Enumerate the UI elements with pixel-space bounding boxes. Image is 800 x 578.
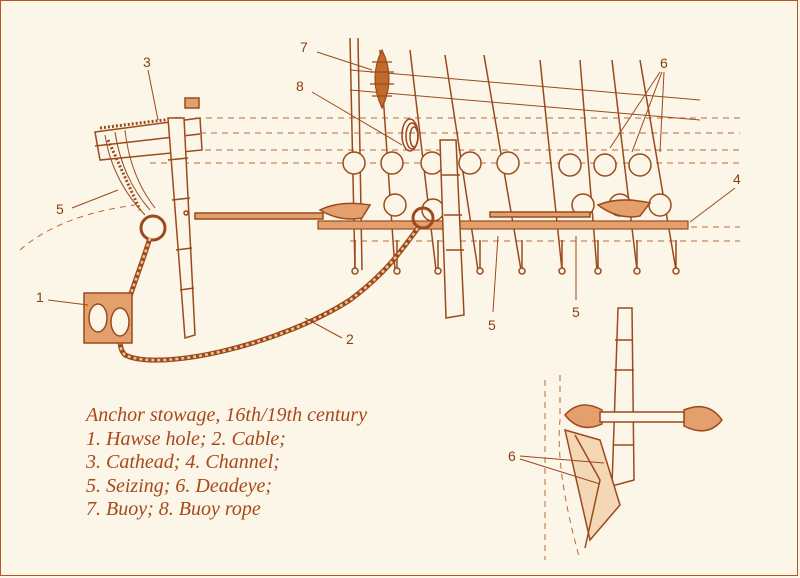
hawse-hole bbox=[83, 292, 133, 344]
caption-line: 5. Seizing; 6. Deadeye; bbox=[86, 474, 273, 497]
caption-line: 1. Hawse hole; 2. Cable; bbox=[86, 427, 286, 450]
inset-anchor bbox=[563, 307, 723, 549]
deadeye bbox=[648, 193, 672, 217]
callout-5: 5 bbox=[56, 201, 64, 217]
ratlines bbox=[349, 69, 701, 121]
anchor-on-channel bbox=[318, 139, 652, 319]
callout-1: 1 bbox=[36, 289, 44, 305]
buoy-rope-coil bbox=[401, 118, 419, 152]
deadeye bbox=[558, 153, 582, 177]
caption-title: Anchor stowage, 16th/19th century bbox=[86, 404, 368, 426]
callout-5: 5 bbox=[488, 317, 496, 333]
callout-labels: 3 7 8 6 5 4 1 2 5 5 6 bbox=[36, 39, 741, 464]
callout-8: 8 bbox=[296, 78, 304, 94]
deadeye bbox=[420, 151, 444, 175]
callout-5: 5 bbox=[572, 304, 580, 320]
buoy bbox=[370, 48, 394, 110]
callout-2: 2 bbox=[346, 331, 354, 347]
channel bbox=[317, 220, 689, 230]
caption-line: 3. Cathead; 4. Channel; bbox=[86, 451, 280, 473]
deadeye bbox=[458, 151, 482, 175]
deadeye bbox=[593, 153, 617, 177]
deadeye bbox=[628, 153, 652, 177]
deadeyes bbox=[342, 151, 672, 222]
deadeye bbox=[496, 151, 520, 175]
anchor-at-cathead bbox=[139, 117, 324, 339]
leader-lines bbox=[47, 51, 736, 485]
callout-7: 7 bbox=[300, 39, 308, 55]
callout-4: 4 bbox=[733, 171, 741, 187]
diagram-caption: Anchor stowage, 16th/19th century 1. Haw… bbox=[86, 404, 367, 522]
chain-plates bbox=[351, 240, 680, 275]
anchor-cable bbox=[117, 226, 420, 363]
callout-3: 3 bbox=[143, 54, 151, 70]
deadeye bbox=[380, 151, 404, 175]
callout-6: 6 bbox=[660, 55, 668, 71]
deadeye bbox=[342, 151, 366, 175]
deadeye bbox=[383, 193, 407, 217]
cathead-rigging bbox=[99, 116, 181, 216]
callout-6: 6 bbox=[508, 448, 516, 464]
caption-line: 7. Buoy; 8. Buoy rope bbox=[86, 498, 261, 520]
